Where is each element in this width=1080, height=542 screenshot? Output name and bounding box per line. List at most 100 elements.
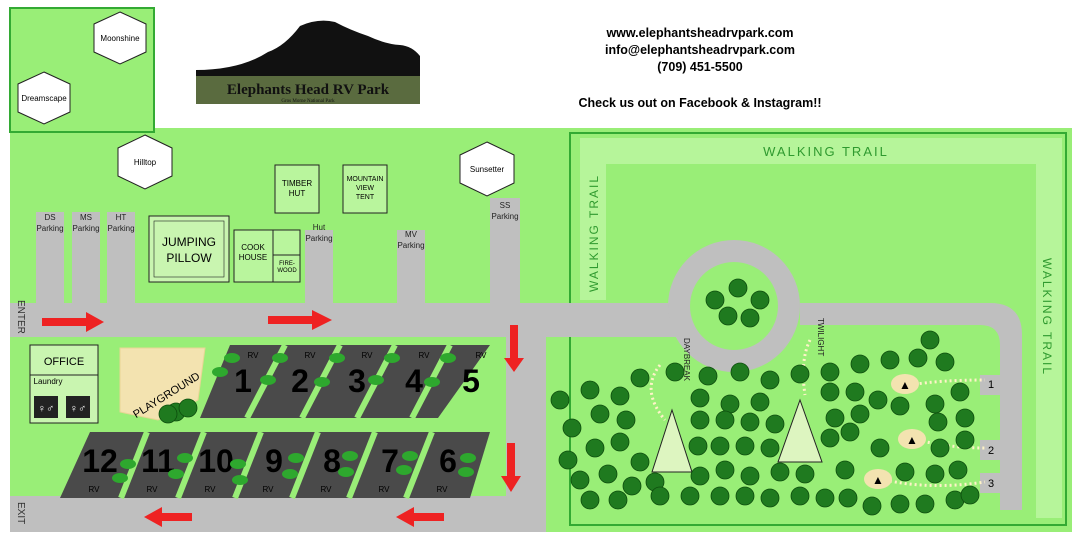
arrow-right-icon [268,310,332,330]
site-divider [403,430,435,500]
shrub-icon [230,459,246,469]
tent-icon [777,398,823,463]
site-divider [346,430,378,500]
rv-site-9-number: 9 [265,443,283,479]
tree-icon [610,432,630,452]
cabin-moonshine[interactable]: Moonshine [93,11,147,65]
shrub-icon [368,375,384,385]
svg-text:Gros Morne National Park: Gros Morne National Park [281,99,335,104]
shrub-icon [120,459,136,469]
rv-site-7-label: RV [379,485,391,494]
exit-label: EXIT [15,502,26,524]
rv-site-1-number: 1 [234,363,252,399]
email-text[interactable]: info@elephantsheadrvpark.com [604,43,795,57]
arrow-left-icon [396,507,444,527]
twilight-label: TWILIGHT [816,318,825,356]
tree-icon [950,382,970,402]
trail-labels: WALKING TRAIL WALKING TRAIL WALKING TRAI… [587,144,1054,376]
tree-icon [915,494,935,514]
rv-site-10-label: RV [205,485,217,494]
cabin-hilltop[interactable]: Hilltop [117,134,173,190]
rv-site-5-label: RV [476,351,488,360]
office[interactable]: OFFICE Laundry ♀♂ ♀♂ [29,344,99,424]
shrub-icon [458,467,474,477]
tent-icon [651,408,693,473]
tent-site-2: 2 [988,445,994,457]
tree-icon [550,390,570,410]
large-tent-sites [651,398,823,473]
phone-text: (709) 451-5500 [657,60,743,74]
tree-icon [740,412,760,432]
tree-icon [610,386,630,406]
tree-icon [955,430,975,450]
rv-site-2-number: 2 [291,363,309,399]
website-text[interactable]: www.elephantsheadrvpark.com [606,26,794,40]
rv-site-12-label: RV [89,485,101,494]
shrub-icon [329,353,345,363]
shrub-icon [212,367,228,377]
tent-icon: ▲ [872,473,884,487]
restroom-icon: ♀♂ [70,403,87,415]
tree-icon [715,410,735,430]
tree-icon [960,485,980,505]
tree-icon [750,392,770,412]
tree-icon [710,486,730,506]
tree-icon [925,464,945,484]
cabin-sunsetter[interactable]: Sunsetter [459,141,515,197]
shrub-icon [288,453,304,463]
rv-site-5-number: 5 [462,363,480,399]
shrub-icon [402,451,418,461]
tree-icon [928,412,948,432]
arrow-right-icon [42,312,104,332]
shrub-icon [272,353,288,363]
traffic-arrows [42,310,524,527]
tree-icon [680,486,700,506]
tree-icon [735,436,755,456]
tree-icon [845,382,865,402]
rv-site-4-number: 4 [405,363,423,399]
arrow-down-icon [501,443,521,492]
tree-icon [825,408,845,428]
tree-icon [630,452,650,472]
tree-icon [690,410,710,430]
walking-trail-left-label: WALKING TRAIL [587,174,601,292]
tent-site-numbers: 1 2 3 [988,379,994,490]
tree-icon [948,460,968,480]
tree-icon [850,354,870,374]
tree-icon [930,438,950,458]
tent-site-3: 3 [988,478,994,490]
cabin-dreamscape-label: Dreamscape [21,94,67,103]
tree-icon [820,382,840,402]
site-divider [232,430,264,500]
rv-site-12-number: 12 [82,443,118,479]
social-text: Check us out on Facebook & Instagram!! [578,96,822,110]
tree-icon [895,462,915,482]
rv-site-11-label: RV [147,485,159,494]
svg-text:OFFICE: OFFICE [44,356,84,368]
shrub-icon [260,375,276,385]
tree-icon [760,438,780,458]
tent-icon: ▲ [906,433,918,447]
walking-trail-top-label: WALKING TRAIL [763,144,889,159]
tree-icon [935,352,955,372]
tree-icon [690,466,710,486]
cabin-dreamscape[interactable]: Dreamscape [17,71,71,125]
rv-site-2-label: RV [305,351,317,360]
tree-icon [870,438,890,458]
rv-site-3-label: RV [362,351,374,360]
trees [112,278,980,516]
tree-icon [862,496,882,516]
path-labels: DAYBREAK TWILIGHT [682,318,825,382]
tree-icon [580,380,600,400]
rv-site-1-label: RV [248,351,260,360]
tree-icon [158,404,178,424]
